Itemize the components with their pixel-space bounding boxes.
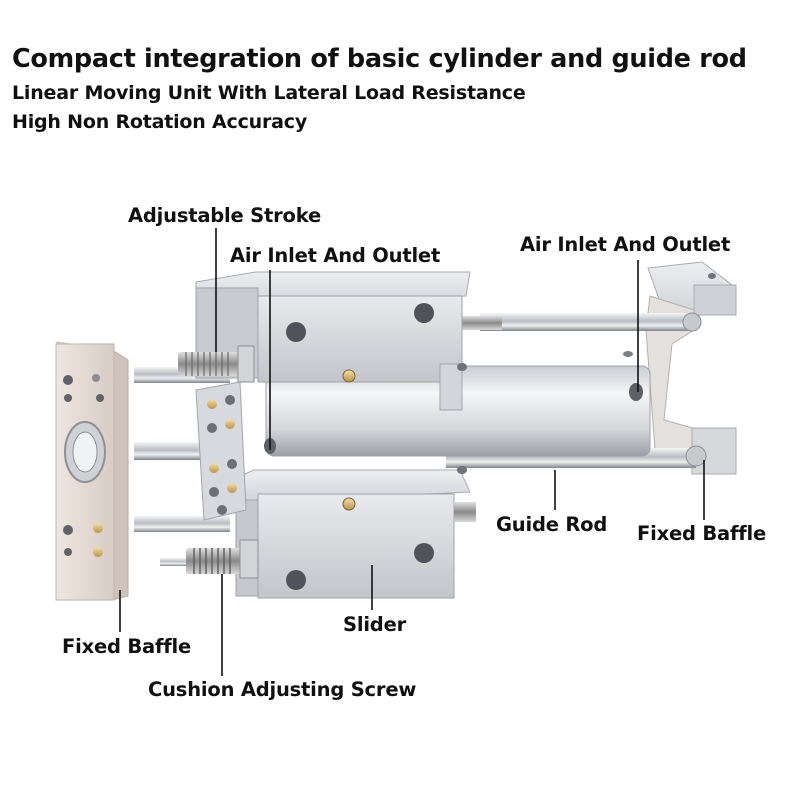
label-guide-rod: Guide Rod — [496, 513, 608, 536]
label-cushion-screw: Cushion Adjusting Screw — [148, 678, 417, 701]
label-air-inlet-right: Air Inlet And Outlet — [520, 233, 731, 256]
subtitle-lateral-load: Linear Moving Unit With Lateral Load Res… — [12, 82, 526, 104]
page-title: Compact integration of basic cylinder an… — [12, 44, 747, 74]
leader-lines — [119, 228, 705, 676]
label-fixed-baffle-left: Fixed Baffle — [62, 635, 192, 658]
label-slider: Slider — [343, 613, 407, 636]
subtitle-rotation-accuracy: High Non Rotation Accuracy — [12, 111, 308, 133]
label-adjustable-stroke: Adjustable Stroke — [128, 204, 322, 227]
label-air-inlet-left: Air Inlet And Outlet — [230, 244, 441, 267]
cushion-adjusting-screw — [160, 539, 259, 579]
adjustable-stroke-screw — [178, 345, 255, 383]
label-fixed-baffle-right: Fixed Baffle — [637, 522, 767, 545]
cylinder-tube — [264, 351, 651, 457]
right-fixed-baffle — [645, 261, 737, 475]
slider-block — [235, 466, 476, 599]
upper-guide-rod — [462, 312, 702, 332]
left-fixed-baffle — [55, 341, 129, 601]
side-manifold — [195, 381, 247, 521]
